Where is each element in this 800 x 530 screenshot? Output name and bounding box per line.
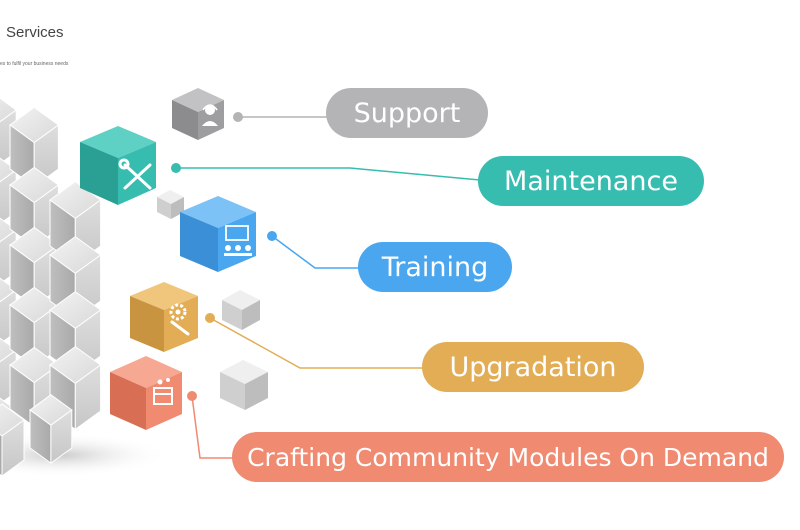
wall-cube: [0, 403, 25, 477]
classroom-icon: [224, 225, 252, 256]
page-title: Services: [6, 24, 64, 41]
connector-line-crafting: [191, 395, 235, 459]
connector-line-training: [271, 235, 360, 269]
cube-wall: [0, 97, 102, 477]
wall-cube: [29, 394, 73, 465]
connector-line-upgradation: [209, 317, 426, 369]
connector-dot-maintenance: [171, 163, 181, 173]
tools-icon: [118, 158, 152, 190]
service-pill-upgradation[interactable]: Upgradation: [422, 342, 644, 392]
floor-shadow: [0, 433, 170, 477]
module-box-icon: [153, 378, 173, 405]
pill-shape: [358, 242, 512, 292]
pill-shape: [326, 88, 488, 138]
connector-dot-crafting: [187, 391, 197, 401]
training-cube: [180, 196, 256, 272]
connector-dot-upgradation: [205, 313, 215, 323]
gear-wrench-icon: [169, 303, 190, 336]
connector-line-maintenance: [176, 167, 481, 181]
upgradation-cube: [130, 282, 198, 352]
pill-shape: [478, 156, 704, 206]
connector-dot-training: [267, 231, 277, 241]
floating-cube: [157, 190, 184, 219]
pill-shape: [232, 432, 784, 482]
pill-shape: [422, 342, 644, 392]
service-pill-training[interactable]: Training: [358, 242, 512, 292]
crafting-cube: [110, 356, 182, 430]
service-label-maintenance: Maintenance: [504, 166, 678, 197]
service-label-upgradation: Upgradation: [449, 352, 616, 383]
support-agent-icon: [202, 104, 218, 126]
service-label-crafting: Crafting Community Modules On Demand: [247, 443, 769, 472]
support-cube: [172, 88, 224, 140]
service-pill-crafting[interactable]: Crafting Community Modules On Demand: [232, 432, 784, 482]
service-label-training: Training: [381, 252, 489, 283]
page-subtitle: es to fulfil your business needs: [0, 61, 69, 67]
floating-cube: [220, 360, 268, 410]
service-pill-support[interactable]: Support: [326, 88, 488, 138]
service-label-support: Support: [354, 98, 461, 129]
floating-cube: [222, 290, 260, 330]
service-pill-maintenance[interactable]: Maintenance: [478, 156, 704, 206]
maintenance-cube: [80, 126, 156, 205]
connector-dot-support: [233, 112, 243, 122]
